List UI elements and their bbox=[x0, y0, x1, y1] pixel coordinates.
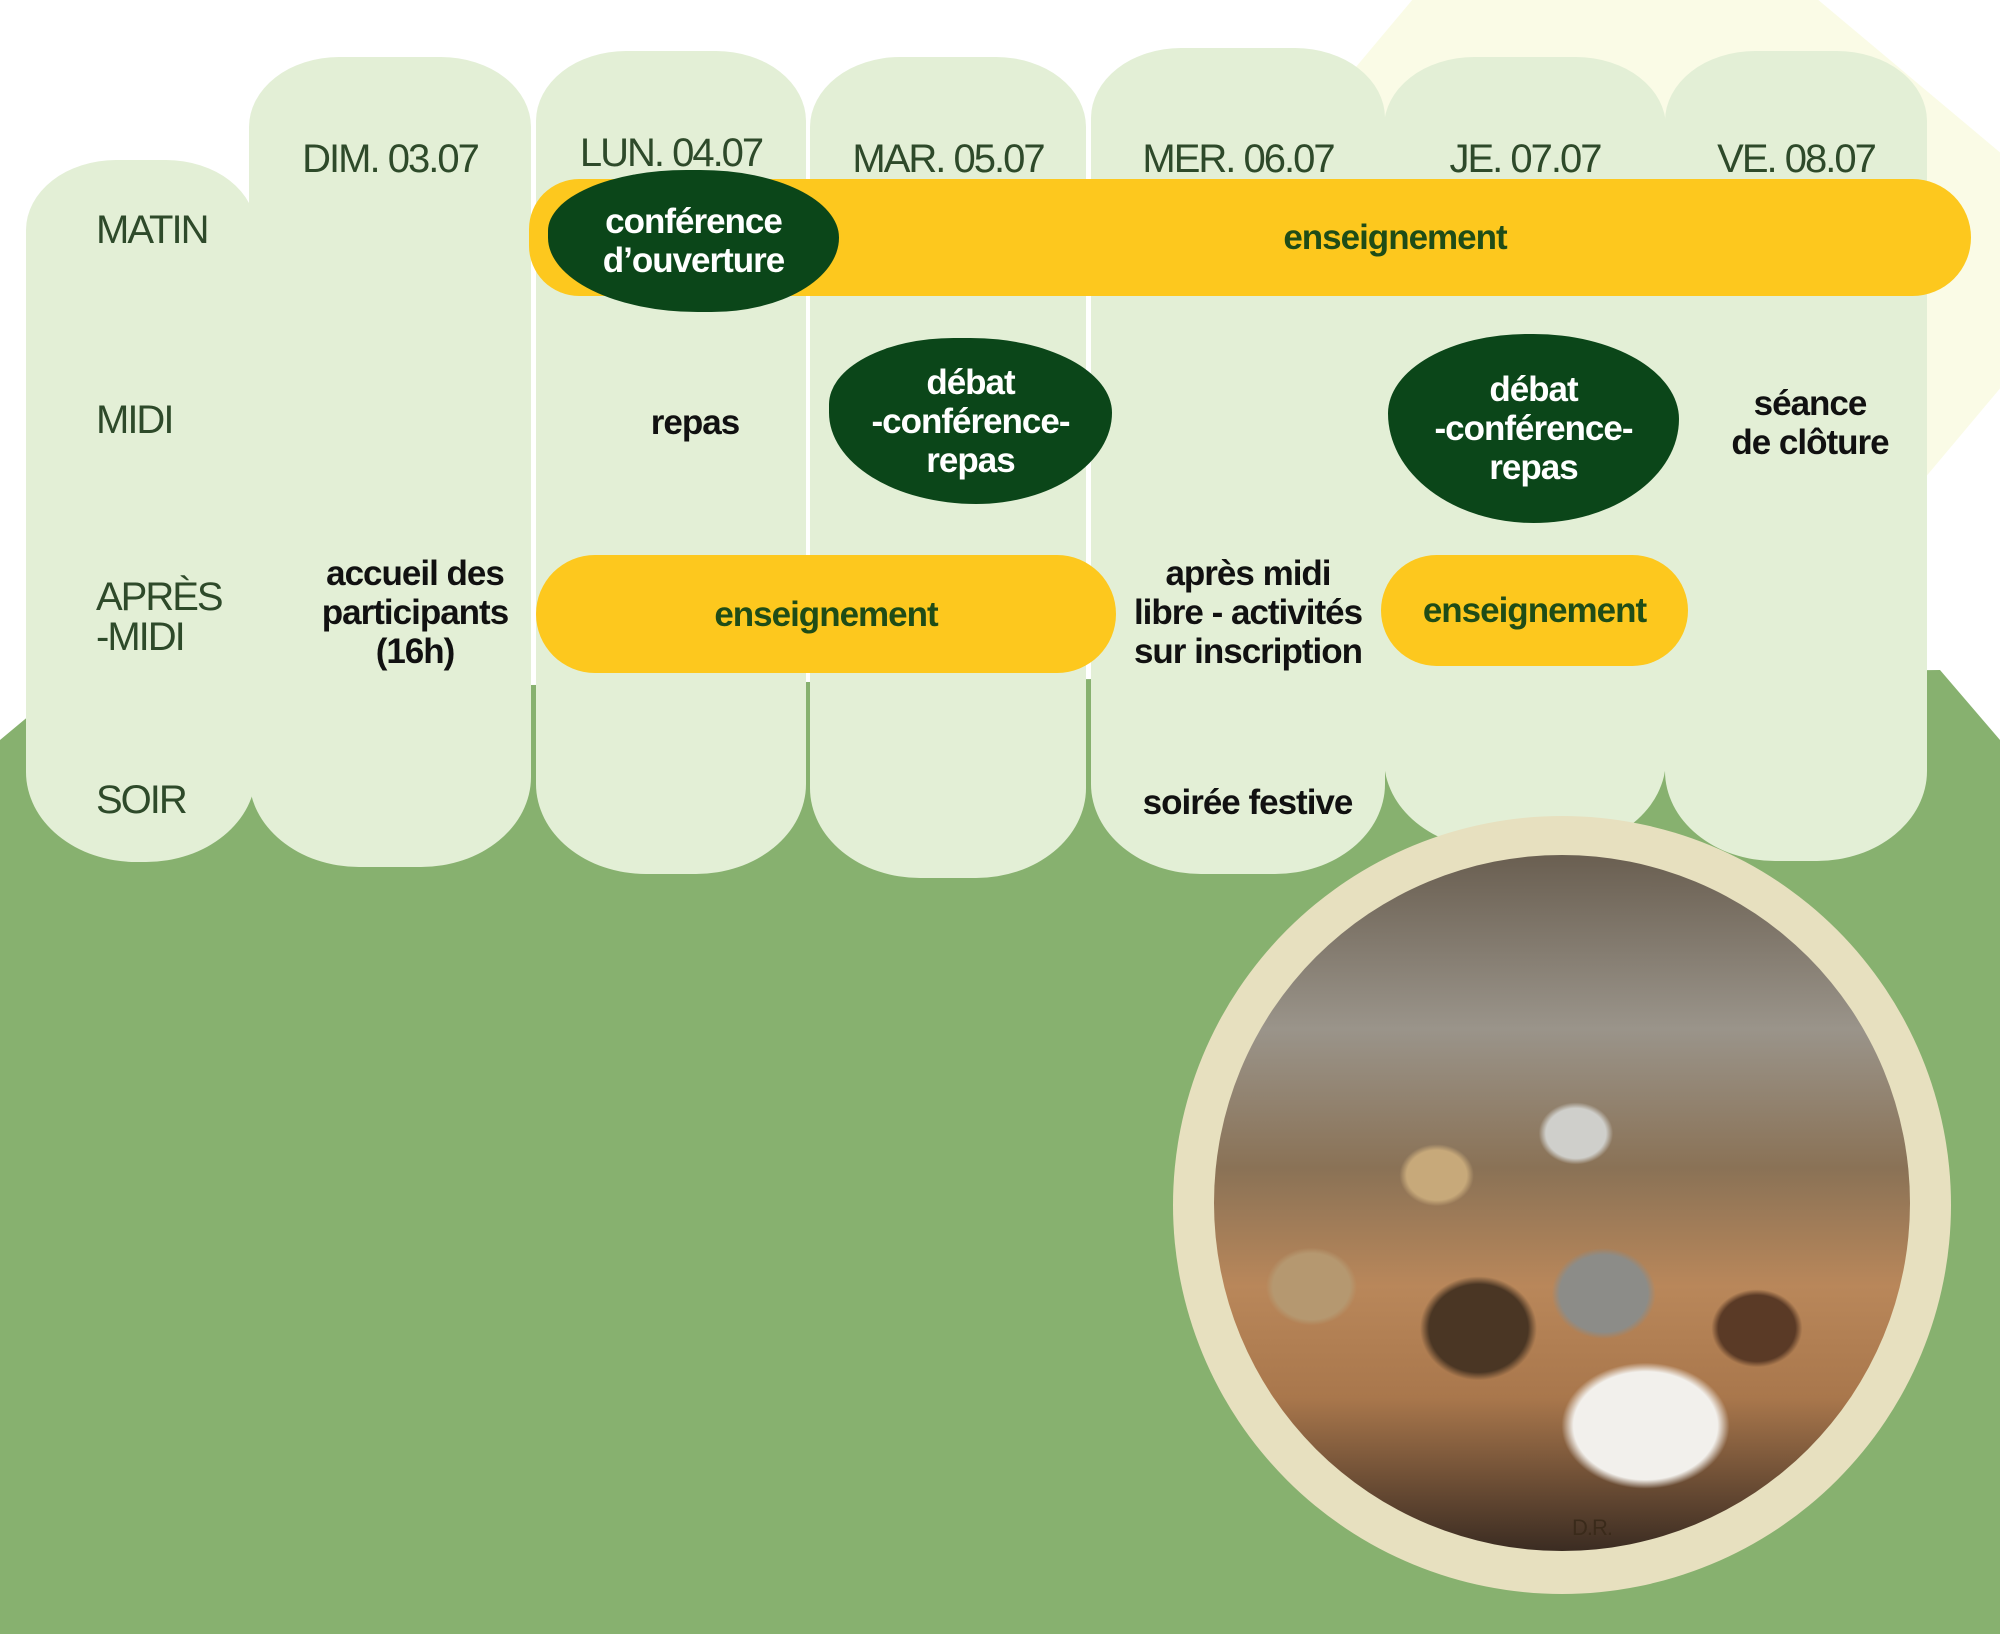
meal-label: repas bbox=[650, 403, 740, 442]
event-label: enseignement bbox=[1283, 218, 1507, 257]
day-header: LUN. 04.07 bbox=[579, 131, 764, 175]
event-label: libre - activités bbox=[1133, 593, 1363, 632]
day-header: MER. 06.07 bbox=[1142, 137, 1335, 181]
festive-evening: soirée festive bbox=[1142, 783, 1354, 822]
event-label: d’ouverture bbox=[602, 241, 786, 280]
event-label: après midi bbox=[1165, 554, 1331, 593]
event-label: conférence bbox=[605, 202, 783, 241]
event-label: (16h) bbox=[375, 632, 456, 671]
teaching-afternoon-bar-2: enseignement bbox=[1381, 555, 1688, 666]
event-label: -conférence- bbox=[871, 401, 1070, 441]
period-label-column bbox=[26, 160, 256, 862]
day-column-mer: MER. 06.07 bbox=[1091, 48, 1385, 874]
photo-credit: D.R. bbox=[1572, 1515, 1613, 1540]
event-label: sur inscription bbox=[1133, 632, 1363, 671]
event-label: enseignement bbox=[1422, 591, 1647, 630]
free-afternoon: après midi libre - activités sur inscrip… bbox=[1110, 554, 1386, 671]
event-label: accueil des bbox=[326, 554, 505, 593]
day-header: JE. 07.07 bbox=[1449, 137, 1602, 181]
debate-blob-thursday: débat -conférence- repas bbox=[1388, 334, 1679, 523]
event-label: débat bbox=[926, 362, 1015, 402]
period-morning: MATIN bbox=[96, 208, 209, 252]
day-header: MAR. 05.07 bbox=[852, 137, 1045, 181]
event-label: séance bbox=[1753, 384, 1868, 423]
period-evening: SOIR bbox=[96, 778, 188, 822]
closing-session: séance de clôture bbox=[1690, 384, 1930, 462]
period-afternoon-line2: -MIDI bbox=[96, 615, 186, 659]
event-label: participants bbox=[321, 593, 509, 632]
event-label: de clôture bbox=[1731, 423, 1889, 462]
audience-photo: D.R. bbox=[1214, 855, 1910, 1551]
period-noon: MIDI bbox=[96, 398, 174, 442]
opening-conference-blob: conférence d’ouverture bbox=[548, 170, 839, 312]
event-label: -conférence- bbox=[1434, 409, 1633, 448]
day-header: VE. 08.07 bbox=[1717, 137, 1877, 181]
day-column-dim: DIM. 03.07 bbox=[249, 57, 531, 867]
teaching-afternoon-bar-1: enseignement bbox=[536, 555, 1116, 673]
day-header: DIM. 03.07 bbox=[302, 137, 480, 181]
period-afternoon-line1: APRÈS bbox=[96, 575, 224, 619]
event-label: repas bbox=[1489, 448, 1578, 487]
event-label: enseignement bbox=[714, 594, 938, 634]
event-label: repas bbox=[926, 440, 1015, 480]
welcome-participants: accueil des participants (16h) bbox=[290, 554, 540, 671]
event-label: débat bbox=[1489, 370, 1578, 409]
debate-blob-tuesday: débat -conférence- repas bbox=[829, 338, 1112, 504]
